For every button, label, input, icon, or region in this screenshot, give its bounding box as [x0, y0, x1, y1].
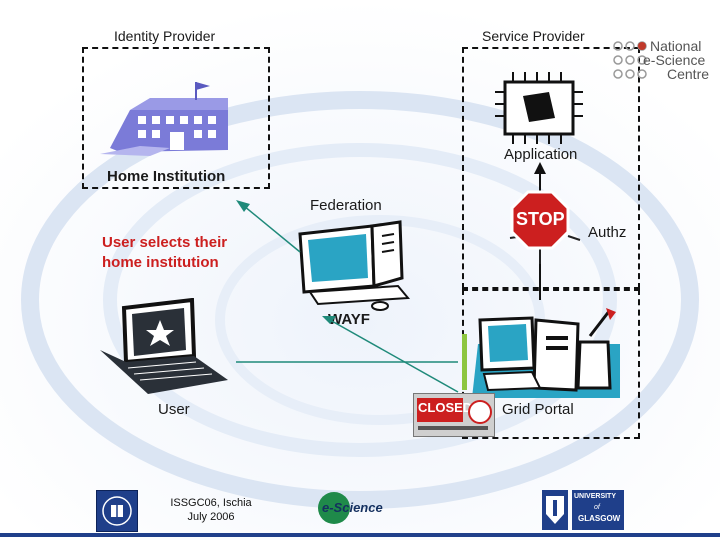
closed-sign: CLOSED [413, 393, 495, 437]
closed-sign-stripe [418, 426, 488, 430]
closed-sign-text: CLOSED [418, 400, 473, 415]
home-institution-label: Home Institution [107, 168, 226, 185]
service-provider-box [462, 47, 640, 289]
glasgow-logo-line2: of [594, 504, 600, 511]
service-provider-title: Service Provider [482, 28, 585, 44]
nesc-logo-line2: e-Science [643, 52, 706, 68]
identity-provider-title: Identity Provider [114, 28, 216, 44]
user-laptop-icon [100, 298, 228, 394]
wayf-computer-icon [298, 220, 411, 311]
glasgow-logo: UNIVERSITY of GLASGOW [572, 490, 624, 530]
glasgow-logo-line3: GLASGOW [578, 514, 621, 523]
wayf-label: WAYF [328, 311, 370, 328]
grid-portal-label: Grid Portal [502, 401, 574, 418]
glasgow-logo-line1: UNIVERSITY [574, 493, 617, 500]
identity-provider-box [82, 47, 270, 189]
edinburgh-crest [96, 490, 138, 532]
building-icon [100, 82, 228, 156]
escience-logo-badge [318, 492, 350, 524]
nesc-logo: National e-Science Centre [610, 38, 720, 83]
footer-bar [0, 533, 720, 537]
federation-label: Federation [310, 197, 382, 214]
user-selects-note-line1: User selects their [102, 234, 228, 251]
user-selects-note-line2: home institution [102, 254, 219, 271]
closed-sign-panel [417, 398, 463, 422]
authz-label: Authz [588, 224, 627, 241]
footer-event-line2: July 2006 [187, 511, 235, 523]
escience-logo: e-Science [318, 492, 398, 528]
microchip-icon [495, 72, 583, 144]
glasgow-crest [542, 490, 568, 530]
stop-sign-text: STOP [516, 209, 565, 229]
nesc-logo-line3: Centre [667, 66, 710, 82]
escience-logo-text: e-Science [322, 500, 383, 515]
user-label: User [158, 401, 190, 418]
grid-portal-workstation-icon [472, 308, 620, 398]
nesc-logo-line1: National [650, 38, 702, 54]
application-label: Application [504, 146, 578, 163]
footer-event-line1: ISSGC06, Ischia [170, 497, 252, 509]
stop-sign-icon [509, 190, 581, 264]
clock-icon [468, 400, 492, 424]
